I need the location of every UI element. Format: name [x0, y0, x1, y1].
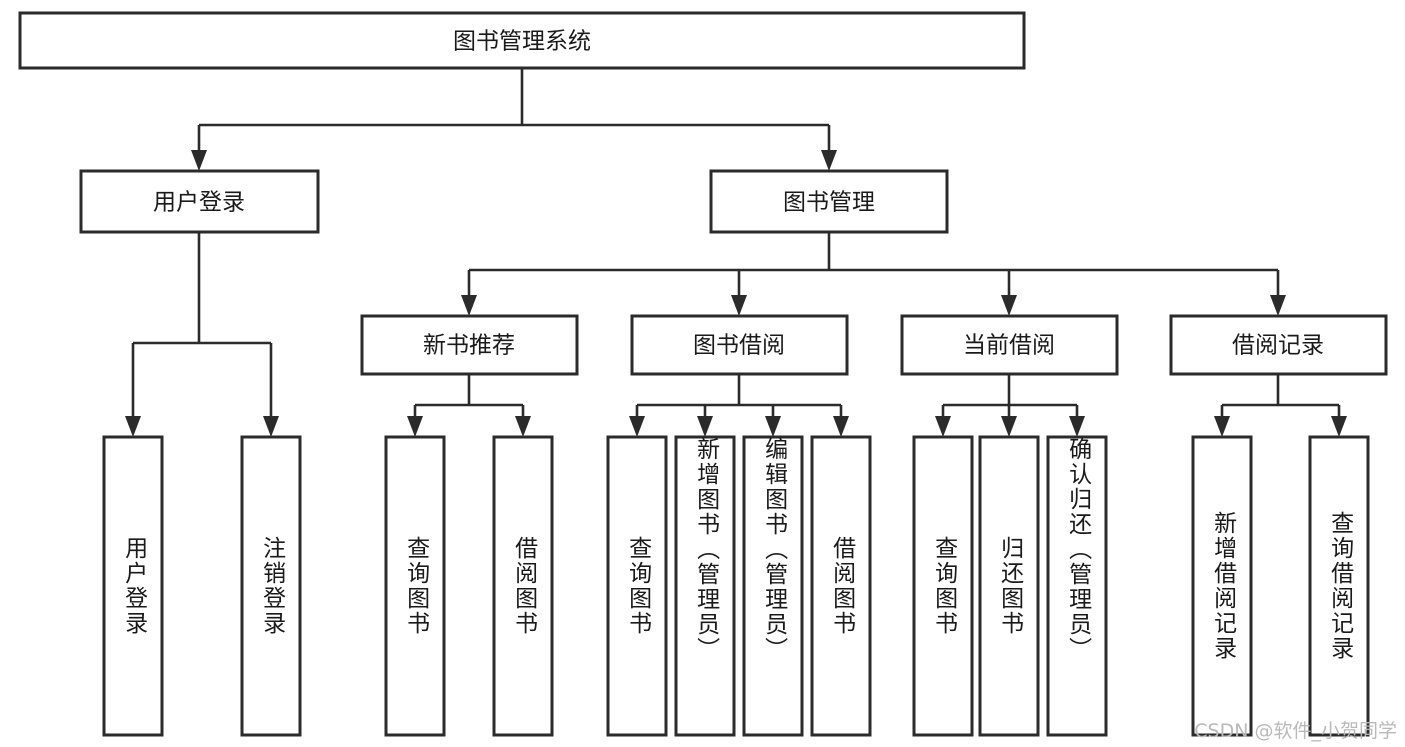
leaf-box-logout[interactable]: [240, 435, 302, 737]
book-manage-box: [709, 169, 949, 234]
node-new-book-recommend[interactable]: 新书推荐: [360, 314, 579, 376]
arrow-to-new-book-recommend: [461, 295, 477, 316]
arrow-to-book-borrow: [731, 295, 747, 316]
node-book-manage[interactable]: 图书管理: [709, 169, 949, 234]
node-user-login[interactable]: 用户登录: [79, 169, 320, 234]
leaf-box-cb-confirm[interactable]: [1046, 435, 1108, 737]
arrow-to-leaf-bb-3: [765, 416, 781, 437]
book-borrow-box: [630, 314, 849, 376]
arrow-to-leaf-bb-1: [629, 416, 645, 437]
leaf-box-br-add[interactable]: [1191, 435, 1253, 737]
leaf-box-bb-query[interactable]: [606, 435, 668, 737]
leaf-box-cb-return[interactable]: [978, 435, 1040, 737]
leaf-box-nbr-query[interactable]: [384, 435, 446, 737]
leaf-box-nbr-borrow[interactable]: [492, 435, 554, 737]
user-login-label: 用户登录: [153, 190, 245, 216]
borrow-record-box: [1169, 314, 1388, 376]
arrow-to-leaf-cb-1: [935, 416, 951, 437]
connector-user-login-to-leaves: [125, 232, 279, 437]
borrow-record-label: 借阅记录: [1232, 333, 1324, 359]
csdn-watermark: CSDN @软件_小贺同学: [1194, 720, 1397, 742]
arrow-to-book-manage: [821, 150, 837, 171]
arrow-to-leaf-br-2: [1331, 416, 1347, 437]
connector-new-book-recommend-to-leaves: [407, 374, 531, 437]
arrow-to-leaf-br-1: [1214, 416, 1230, 437]
arrow-to-leaf-bb-4: [833, 416, 849, 437]
leaf-box-bb-add[interactable]: [674, 435, 736, 737]
leaf-box-bb-edit[interactable]: [742, 435, 804, 737]
arrow-to-user-login: [191, 150, 207, 171]
root-box: [18, 11, 1026, 70]
node-current-borrow[interactable]: 当前借阅: [900, 314, 1119, 376]
arrow-to-leaf-cb-3: [1069, 416, 1085, 437]
connector-book-manage-to-level3: [461, 232, 1286, 316]
arrow-to-current-borrow: [1001, 295, 1017, 316]
current-borrow-label: 当前借阅: [963, 333, 1055, 359]
arrow-to-borrow-record: [1270, 295, 1286, 316]
book-borrow-label: 图书借阅: [693, 333, 785, 359]
arrow-to-leaf-cb-2: [1001, 416, 1017, 437]
arrow-to-leaf-nbr-1: [407, 416, 423, 437]
leaf-box-br-query[interactable]: [1308, 435, 1370, 737]
arrow-to-leaf-nbr-2: [515, 416, 531, 437]
arrow-to-leaf-user-login: [125, 416, 141, 437]
new-book-recommend-label: 新书推荐: [423, 333, 515, 359]
connector-root-to-level2: [191, 68, 837, 171]
node-book-borrow[interactable]: 图书借阅: [630, 314, 849, 376]
connector-current-borrow-to-leaves: [935, 374, 1085, 437]
current-borrow-box: [900, 314, 1119, 376]
node-borrow-record[interactable]: 借阅记录: [1169, 314, 1388, 376]
new-book-recommend-box: [360, 314, 579, 376]
leaf-box-user-login[interactable]: [102, 435, 164, 737]
connector-book-borrow-to-leaves: [629, 374, 849, 437]
root-label: 图书管理系统: [453, 29, 591, 55]
connector-borrow-record-to-leaves: [1214, 374, 1347, 437]
arrow-to-leaf-logout: [263, 416, 279, 437]
node-root-system[interactable]: 图书管理系统: [18, 11, 1026, 70]
leaf-box-cb-query[interactable]: [912, 435, 974, 737]
arrow-to-leaf-bb-2: [697, 416, 713, 437]
book-manage-label: 图书管理: [783, 190, 875, 216]
leaf-box-bb-borrow[interactable]: [810, 435, 872, 737]
